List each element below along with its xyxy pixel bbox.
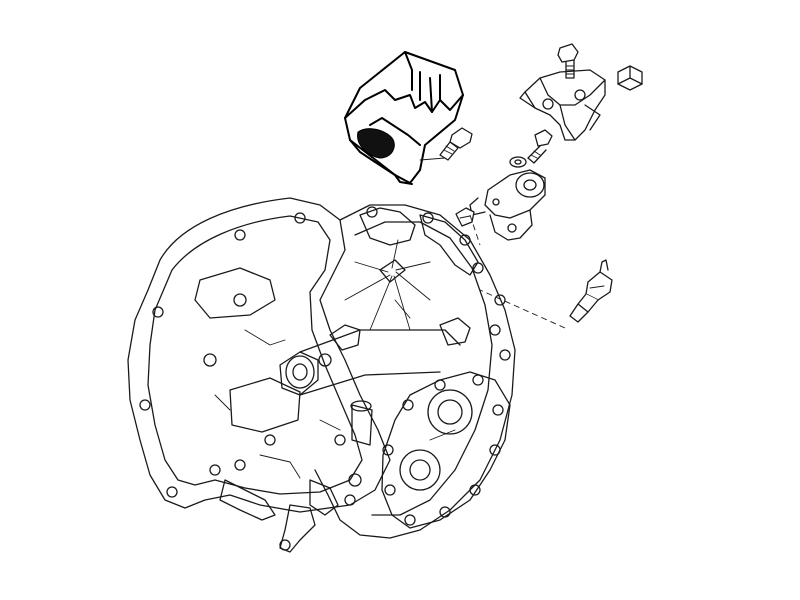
upper-bracket[interactable] [519, 69, 606, 141]
bracket-nut[interactable] [617, 65, 643, 91]
housing-bolt[interactable] [455, 207, 475, 227]
transmission-case[interactable] [127, 197, 516, 553]
gearbox-mount-highlighted[interactable] [344, 51, 464, 185]
bracket-bolt-top[interactable] [557, 43, 579, 79]
dashed-leader [479, 289, 566, 329]
selector-housing[interactable] [469, 169, 546, 241]
mount-bolt[interactable] [439, 127, 473, 161]
leader-line [419, 157, 446, 161]
reverse-light-switch[interactable] [569, 259, 613, 323]
dashed-leader-2 [469, 214, 481, 246]
washer[interactable] [509, 156, 527, 168]
bracket-bolt-small[interactable] [527, 129, 553, 164]
